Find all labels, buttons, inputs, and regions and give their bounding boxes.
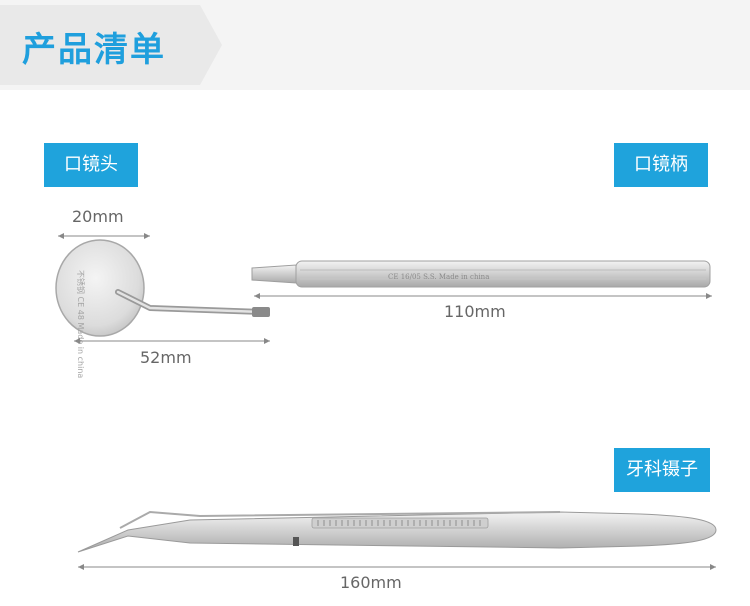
dimension-line-52mm [74,338,270,344]
mirror-handle-image: CE 16/05 S.S. Made in china [251,260,711,288]
dimension-line-110mm [254,293,712,299]
mirror-engraving: 不锈钢 CE 48 Made in china [76,270,86,378]
handle-engraving: CE 16/05 S.S. Made in china [388,273,489,281]
dim-tweezers-length: 160mm [340,573,402,592]
label-mirror-handle: 口镜柄 [614,143,708,187]
dimension-line-160mm [78,564,716,570]
dim-mirror-length: 52mm [140,348,192,367]
dim-handle-length: 110mm [444,302,506,321]
dim-mirror-diameter: 20mm [72,207,124,226]
label-mirror-head: 口镜头 [44,143,138,187]
header-tab [0,5,222,85]
dimension-line-20mm [58,233,150,239]
label-tweezers: 牙科镊子 [614,448,710,492]
header-bar: 产品清单 [0,0,750,90]
tweezers-image [77,510,717,553]
mirror-head-image: 不锈钢 CE 48 Made in china [55,239,270,378]
page-title: 产品清单 [22,30,166,70]
